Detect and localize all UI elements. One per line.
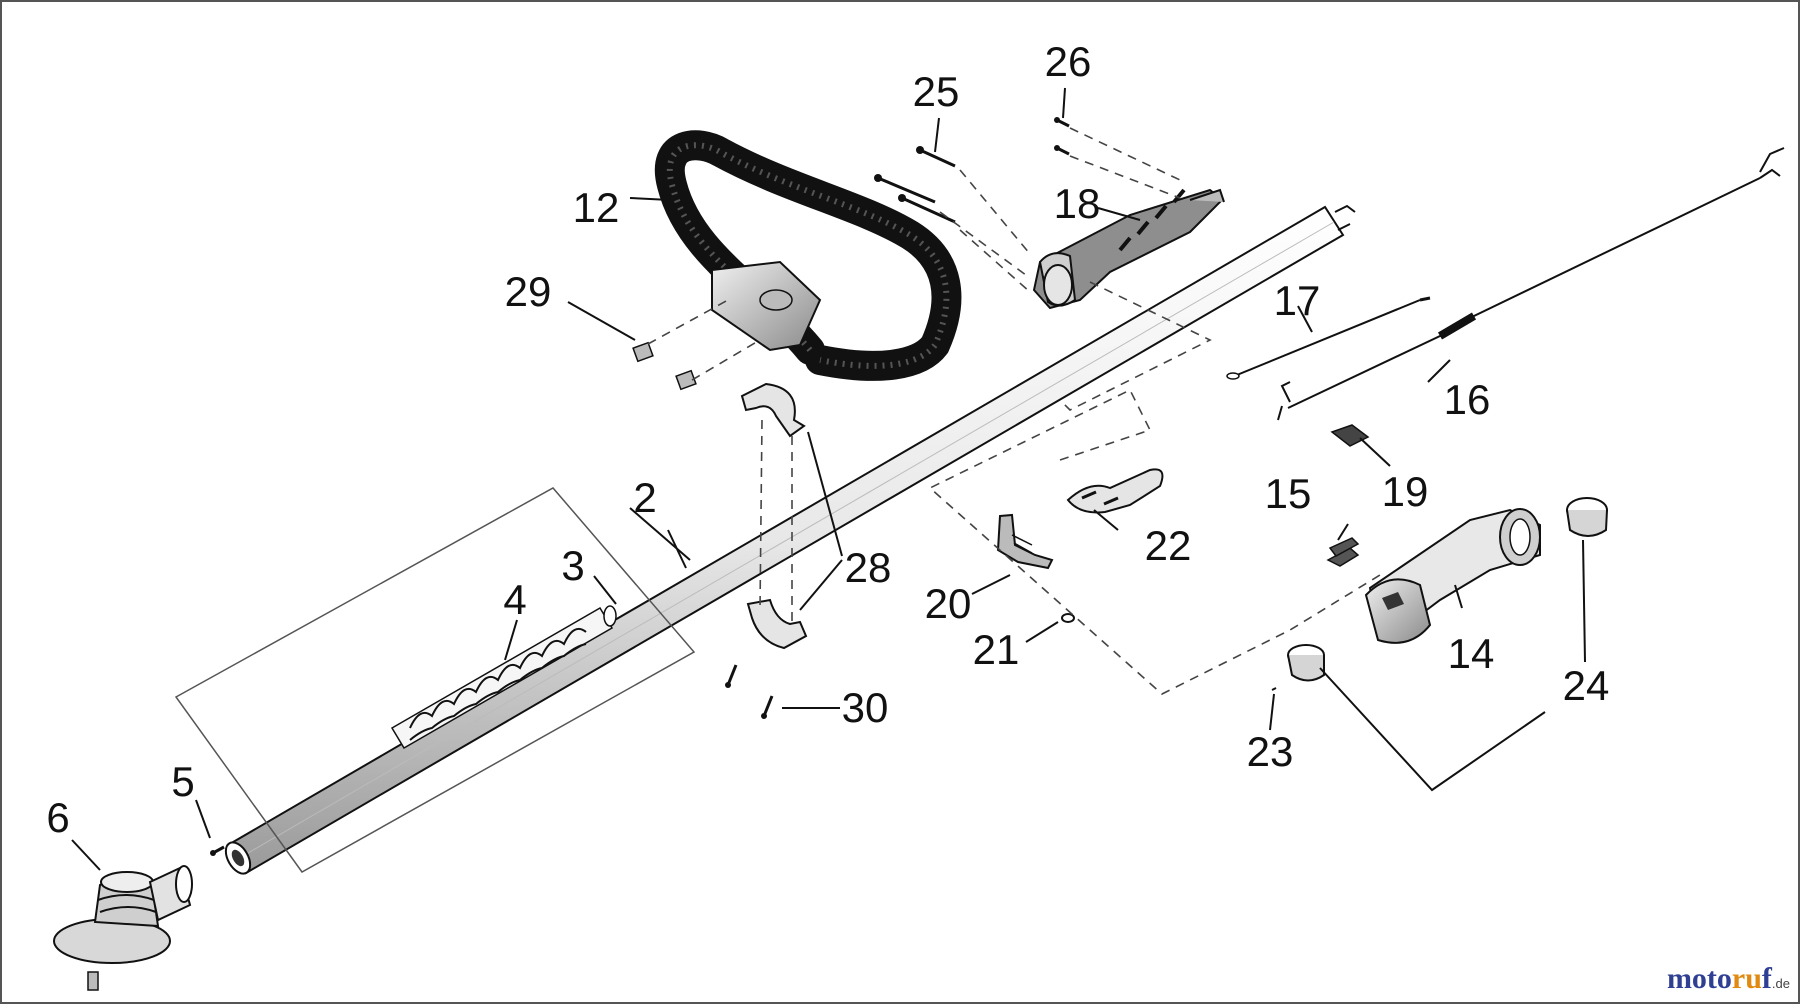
part-label-4: 4	[503, 576, 526, 623]
collar-lower-part	[1287, 644, 1325, 682]
part-label-17: 17	[1274, 277, 1321, 324]
loop-handle-part	[654, 130, 962, 381]
drive-shaft-assembly-box	[174, 487, 696, 873]
spring-part	[1061, 613, 1075, 623]
clamp-lower-part	[746, 598, 808, 650]
trigger-part	[1326, 537, 1360, 567]
screws-25	[874, 146, 956, 224]
part-labels: 2 3 4 5 6 12 14 15 16 17 18 19 20 21 22 …	[46, 38, 1609, 841]
screws-26	[1054, 117, 1070, 156]
watermark-logo: motoruf.de	[1666, 962, 1790, 995]
gear-head-part	[53, 865, 193, 991]
part-label-14: 14	[1448, 630, 1495, 677]
part-label-12: 12	[573, 184, 620, 231]
collar-upper-part	[1566, 497, 1608, 537]
rear-grip-part	[1364, 508, 1541, 644]
part-label-26: 26	[1045, 38, 1092, 85]
drive-tube	[224, 204, 1356, 875]
part-label-6: 6	[46, 794, 69, 841]
part-label-24: 24	[1563, 662, 1610, 709]
part-label-21: 21	[973, 626, 1020, 673]
stop-cable-part	[1226, 296, 1431, 380]
switch-part	[1330, 424, 1370, 447]
part-label-3: 3	[561, 542, 584, 589]
spring-bracket-part	[996, 513, 1054, 570]
assembly-lines	[647, 127, 1381, 695]
clamp-upper-part	[740, 382, 806, 438]
screw-part	[210, 845, 225, 856]
part-label-22: 22	[1145, 522, 1192, 569]
throttle-housing-part	[1032, 188, 1225, 310]
part-label-30: 30	[842, 684, 889, 731]
part-label-20: 20	[925, 580, 972, 627]
part-label-2: 2	[633, 474, 656, 521]
part-label-19: 19	[1382, 468, 1429, 515]
leader-lines	[71, 87, 1586, 871]
throttle-cable-part	[1277, 147, 1785, 421]
part-label-16: 16	[1444, 376, 1491, 423]
part-label-23: 23	[1247, 728, 1294, 775]
part-label-18: 18	[1054, 180, 1101, 227]
screws-30	[725, 664, 774, 719]
throttle-lever-part	[1066, 468, 1164, 514]
part-label-15: 15	[1265, 470, 1312, 517]
nuts-29	[632, 341, 697, 391]
part-label-29: 29	[505, 268, 552, 315]
part-label-28: 28	[845, 544, 892, 591]
part-label-25: 25	[913, 68, 960, 115]
part-label-5: 5	[171, 758, 194, 805]
pin-part	[1271, 687, 1277, 691]
